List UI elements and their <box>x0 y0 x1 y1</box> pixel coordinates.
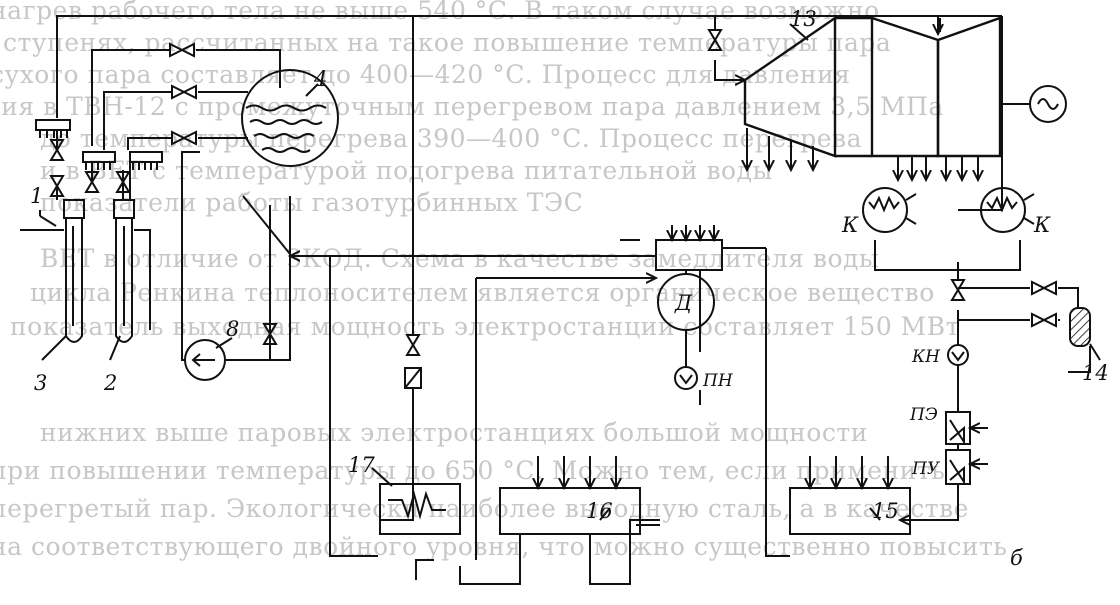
bowtie-valve-icon <box>49 175 65 197</box>
label-2: 2 <box>103 371 117 395</box>
superheater-headers <box>35 119 163 200</box>
heat-exchanger-icon <box>945 411 988 446</box>
bowtie-valve-icon <box>262 323 278 345</box>
label-8: 8 <box>226 317 239 341</box>
bowtie-valve-icon <box>405 334 421 356</box>
bowtie-valve-icon <box>49 139 65 161</box>
background-text-line: показатель выходная мощность электростан… <box>10 312 960 341</box>
background-text-line: в ступенях, рассчитанных на такое повыше… <box>0 28 892 57</box>
heater-15 <box>789 456 911 535</box>
label-14: 14 <box>1082 361 1109 385</box>
sine-wave-icon <box>1029 85 1067 123</box>
hatched-filter-icon <box>1069 307 1091 347</box>
pump-circle-icon <box>947 344 969 366</box>
label-k-left: К <box>841 213 859 237</box>
pipeline-network <box>56 15 1091 585</box>
heater-16 <box>499 456 641 535</box>
condenser-left <box>862 187 917 233</box>
bowtie-valve-icon <box>171 84 197 100</box>
heater-17 <box>379 483 461 535</box>
condenser-right <box>980 187 1035 233</box>
bowtie-valve-icon <box>171 130 197 146</box>
label-15: 15 <box>872 499 899 523</box>
background-text-line: цикла Ренкина теплоносителем является ор… <box>30 278 935 307</box>
background-text-line: до температуры перегрева 390—400 °С. Про… <box>40 124 863 153</box>
bowtie-valve-icon <box>707 29 723 51</box>
bowtie-valve-icon <box>84 171 100 193</box>
bowtie-valve-icon <box>950 279 966 301</box>
background-text-line: нагрев рабочего тела не выше 540 °С. В т… <box>0 0 880 25</box>
background-text-line: сухого пара составляет до 400—420 °С. Пр… <box>0 60 851 89</box>
background-text-line: нижних выше паровых электростанциях боль… <box>40 418 868 447</box>
label-k-right: К <box>1033 213 1051 237</box>
bowtie-valve-icon <box>115 171 131 193</box>
label-b: б <box>1010 546 1023 570</box>
valve-set <box>49 29 1057 356</box>
label-13: 13 <box>790 7 817 31</box>
orifice-box <box>404 367 422 389</box>
background-text-line: на соответствующего двойного уровня, что… <box>0 532 1008 561</box>
background-text-line: перегретый пар. Экологически наиболее вы… <box>0 494 969 523</box>
leader-lines <box>39 23 1101 521</box>
steam-turbine <box>745 15 1002 180</box>
label-17: 17 <box>348 453 375 477</box>
label-1: 1 <box>30 184 43 208</box>
label-16: 16 <box>586 499 613 523</box>
bowtie-valve-icon <box>169 42 195 58</box>
pump-circle-icon <box>674 330 698 390</box>
heat-exchanger-icon <box>945 449 988 486</box>
boiler-drum <box>241 69 339 167</box>
pump-circle-icon <box>184 339 226 381</box>
label-3: 3 <box>34 371 47 395</box>
background-text-line: ния в ТВН-12 с промежуточным перегревом … <box>0 92 944 121</box>
label-pu: ПУ <box>911 459 941 479</box>
bowtie-valve-icon <box>1031 312 1057 328</box>
label-kn: КН <box>911 347 941 367</box>
background-text-line: при повышении температуры до 650 °С. Мож… <box>0 456 946 485</box>
label-d: Д <box>674 291 693 315</box>
label-pn: ПН <box>702 371 734 391</box>
bowtie-valve-icon <box>1031 280 1057 296</box>
label-4: 4 <box>313 67 327 91</box>
label-pe: ПЭ <box>909 405 938 425</box>
